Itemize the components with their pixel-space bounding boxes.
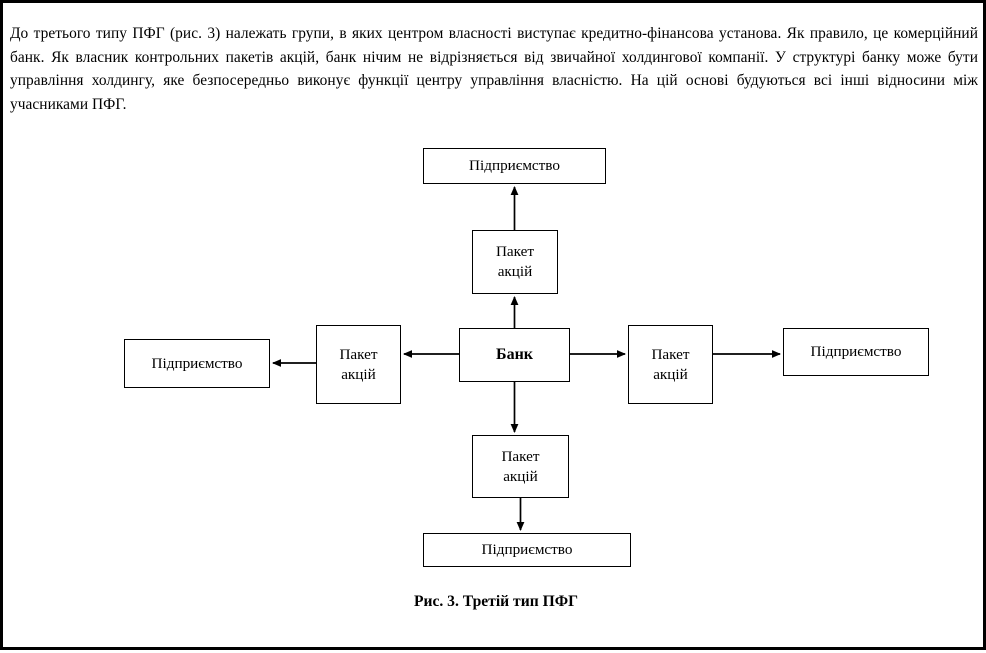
node-lower-shares: Пакет акцій	[472, 435, 569, 498]
node-label-line2: акцій	[341, 365, 376, 383]
node-bank: Банк	[459, 328, 570, 382]
node-label: Підприємство	[481, 541, 573, 558]
node-label-line1: Пакет	[501, 447, 540, 465]
node-label: Банк	[495, 346, 533, 363]
node-right-shares: Пакет акцій	[628, 325, 713, 404]
node-label-line2: акцій	[653, 365, 688, 383]
node-label: Підприємство	[151, 354, 243, 372]
figure-caption: Рис. 3. Третій тип ПФГ	[413, 593, 579, 610]
node-label: Підприємство	[810, 343, 902, 360]
node-label-line1: Пакет	[339, 345, 378, 363]
node-label-line2: акцій	[503, 467, 538, 485]
node-left-shares: Пакет акцій	[316, 325, 401, 404]
node-label-line1: Пакет	[651, 345, 690, 363]
node-label-line1: Пакет	[495, 243, 535, 260]
figure-diagram: Підприємство Пакет акцій Підприємство Па…	[3, 3, 983, 647]
node-bottom-enterprise: Підприємство	[423, 533, 631, 567]
node-left-enterprise: Підприємство	[124, 339, 270, 388]
node-upper-shares: Пакет акцій	[472, 230, 558, 294]
node-label-line2: акцій	[497, 263, 533, 280]
node-top-enterprise: Підприємство	[423, 148, 606, 184]
node-label: Підприємство	[469, 157, 560, 174]
body-paragraph: До третього типу ПФГ (рис. 3) належать г…	[10, 25, 978, 113]
node-right-enterprise: Підприємство	[783, 328, 929, 376]
